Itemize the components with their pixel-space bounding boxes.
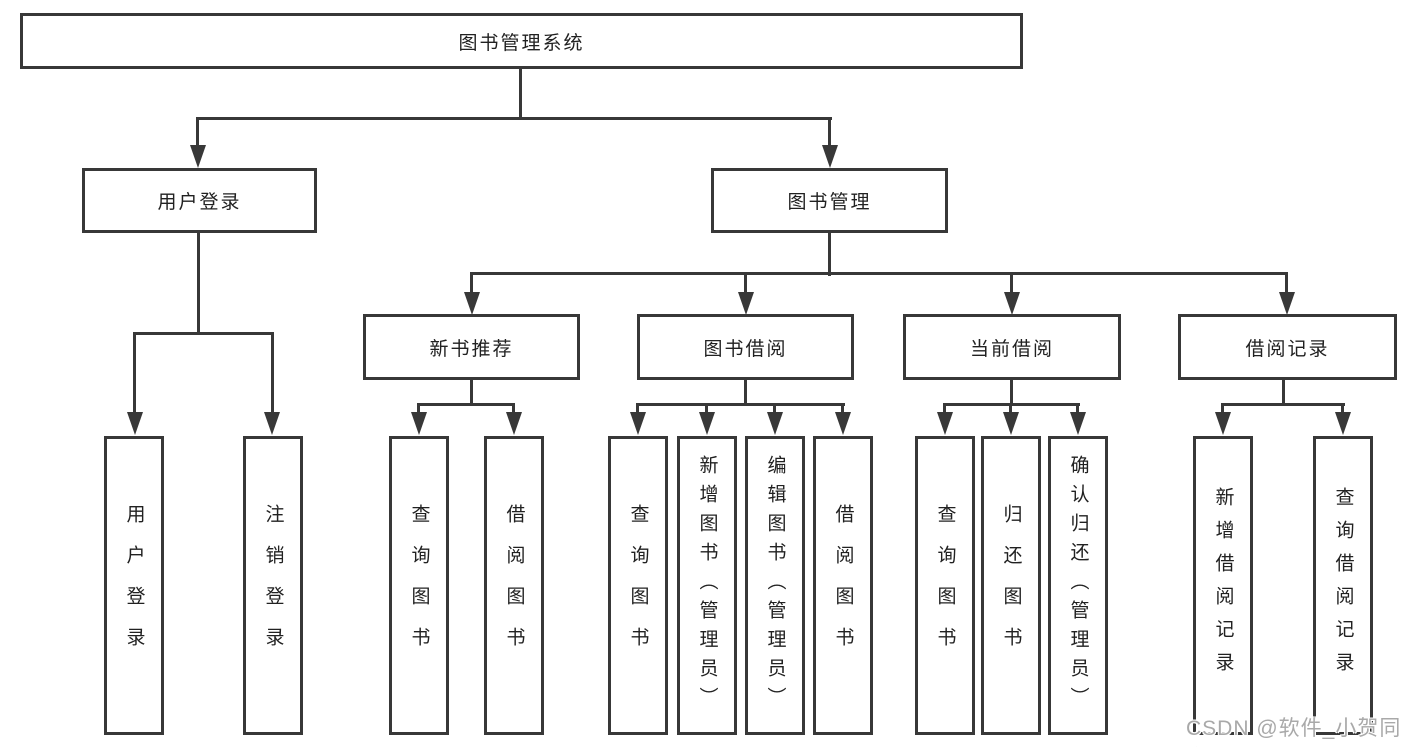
arrow-down-icon (1003, 412, 1019, 435)
connector-line (519, 68, 522, 120)
connector-line (512, 403, 515, 415)
connector-line (1076, 403, 1079, 415)
node-user-login: 用户登录 (82, 168, 317, 233)
arrow-down-icon (699, 412, 715, 435)
connector-line (417, 403, 420, 415)
arrow-down-icon (464, 292, 480, 315)
arrow-down-icon (190, 145, 206, 168)
leaf-borrow-books: 借阅图书 (813, 436, 873, 735)
leaf-label: 查询图书 (408, 503, 430, 668)
node-borrow-records: 借阅记录 (1178, 314, 1397, 380)
connector-line (1010, 380, 1013, 406)
connector-line (417, 403, 515, 406)
arrow-down-icon (767, 412, 783, 435)
connector-line (470, 380, 473, 406)
connector-line (470, 272, 473, 296)
leaf-label: 查询借阅记录 (1332, 486, 1354, 685)
arrow-down-icon (630, 412, 646, 435)
leaf-user-login: 用户登录 (104, 436, 164, 735)
connector-line (1221, 403, 1224, 415)
connector-line (133, 332, 274, 335)
connector-line (196, 117, 199, 149)
leaf-label: 查询图书 (934, 503, 956, 668)
arrow-down-icon (264, 412, 280, 435)
arrow-down-icon (822, 145, 838, 168)
connector-line (1341, 403, 1344, 415)
leaf-label: 确认归还（管理员） (1067, 455, 1089, 716)
connector-line (828, 117, 831, 149)
connector-line (1282, 380, 1285, 406)
connector-line (197, 232, 200, 335)
arrow-down-icon (506, 412, 522, 435)
leaf-confirm-return-admin: 确认归还（管理员） (1048, 436, 1108, 735)
connector-line (271, 332, 274, 414)
connector-line (196, 117, 832, 120)
arrow-down-icon (127, 412, 143, 435)
node-book-borrow: 图书借阅 (637, 314, 854, 380)
connector-line (636, 403, 845, 406)
connector-line (470, 272, 1288, 275)
connector-line (1009, 403, 1012, 415)
leaf-add-borrow-record: 新增借阅记录 (1193, 436, 1253, 735)
leaf-label: 查询图书 (627, 503, 649, 668)
arrow-down-icon (1070, 412, 1086, 435)
connector-line (744, 380, 747, 406)
leaf-label: 借阅图书 (832, 503, 854, 668)
leaf-label: 用户登录 (123, 503, 145, 668)
leaf-label: 新增图书（管理员） (696, 455, 718, 716)
leaf-query-books-current: 查询图书 (915, 436, 975, 735)
arrow-down-icon (835, 412, 851, 435)
arrow-down-icon (1335, 412, 1351, 435)
node-book-management: 图书管理 (711, 168, 948, 233)
arrow-down-icon (1004, 292, 1020, 315)
connector-line (773, 403, 776, 415)
leaf-query-books-recommend: 查询图书 (389, 436, 449, 735)
leaf-query-books-borrow: 查询图书 (608, 436, 668, 735)
arrow-down-icon (937, 412, 953, 435)
connector-line (943, 403, 946, 415)
leaf-label: 新增借阅记录 (1212, 486, 1234, 685)
arrow-down-icon (1215, 412, 1231, 435)
leaf-add-book-admin: 新增图书（管理员） (677, 436, 737, 735)
node-root: 图书管理系统 (20, 13, 1023, 69)
arrow-down-icon (1279, 292, 1295, 315)
arrow-down-icon (738, 292, 754, 315)
connector-line (705, 403, 708, 415)
watermark: CSDN @软件_小贺同学 (1186, 717, 1402, 740)
connector-line (636, 403, 639, 415)
leaf-label: 注销登录 (262, 503, 284, 668)
connector-line (133, 332, 136, 414)
leaf-query-borrow-record: 查询借阅记录 (1313, 436, 1373, 735)
connector-line (828, 232, 831, 276)
arrow-down-icon (411, 412, 427, 435)
node-new-book-recommend: 新书推荐 (363, 314, 580, 380)
connector-line (841, 403, 844, 415)
leaf-return-book: 归还图书 (981, 436, 1041, 735)
connector-line (1010, 272, 1013, 296)
leaf-label: 编辑图书（管理员） (764, 455, 786, 716)
node-current-borrow: 当前借阅 (903, 314, 1121, 380)
leaf-edit-book-admin: 编辑图书（管理员） (745, 436, 805, 735)
leaf-label: 借阅图书 (503, 503, 525, 668)
connector-line (1285, 272, 1288, 296)
leaf-logout: 注销登录 (243, 436, 303, 735)
connector-line (1221, 403, 1345, 406)
leaf-label: 归还图书 (1000, 503, 1022, 668)
connector-line (744, 272, 747, 296)
leaf-borrow-books-recommend: 借阅图书 (484, 436, 544, 735)
